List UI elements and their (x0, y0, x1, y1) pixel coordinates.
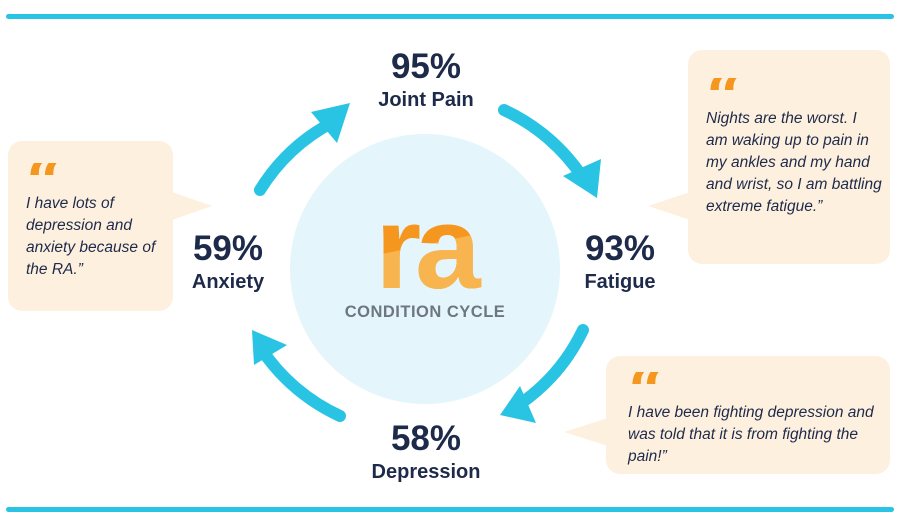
stat-anxiety: 59% Anxiety (168, 230, 288, 294)
curved-arrow-icon (563, 159, 601, 198)
anxiety-percent: 59% (192, 229, 264, 268)
arrow-fatigue-to-depression (514, 324, 589, 410)
joint-pain-percent: 95% (390, 47, 462, 86)
condition-cycle-title: CONDITION CYCLE (344, 303, 506, 321)
arrow-joint-pain-to-fatigue (498, 104, 589, 184)
fatigue-label: Fatigue (584, 271, 656, 293)
depression-label: Depression (371, 461, 481, 483)
curved-arrow-icon (311, 103, 350, 143)
stat-depression: 58% Depression (346, 420, 506, 484)
bottom-rule (6, 507, 894, 512)
stat-fatigue: 93% Fatigue (555, 230, 685, 294)
quote-bubble-bottom-right: “ I have been fighting depression and wa… (606, 356, 890, 474)
stat-joint-pain: 95% Joint Pain (346, 48, 506, 112)
arrow-depression-to-anxiety (256, 344, 346, 422)
open-double-quote-icon: “ (628, 372, 882, 402)
quote-left-text: I have lots of depression and anxiety be… (26, 195, 156, 278)
quote-left-tail (172, 192, 212, 220)
open-double-quote-icon: “ (706, 78, 882, 108)
joint-pain-label: Joint Pain (378, 89, 474, 111)
curved-arrow-icon (500, 386, 536, 423)
top-rule (6, 14, 894, 19)
ra-logo: ra (375, 182, 488, 314)
depression-percent: 58% (390, 419, 462, 458)
quote-bubble-top-right: “ Nights are the worst. I am waking up t… (688, 50, 890, 264)
quote-top-right-text: Nights are the worst. I am waking up to … (706, 110, 882, 215)
fatigue-percent: 93% (584, 229, 656, 268)
arrow-anxiety-to-joint-pain (254, 116, 339, 196)
quote-top-right-tail (648, 192, 690, 220)
quote-bubble-left: “ I have lots of depression and anxiety … (8, 141, 173, 311)
anxiety-label: Anxiety (191, 271, 265, 293)
curved-arrow-icon (252, 330, 287, 365)
open-double-quote-icon: “ (26, 163, 165, 193)
quote-bottom-right-tail (564, 418, 608, 446)
ra-logo-highlight (375, 225, 483, 300)
quote-bottom-right-text: I have been fighting depression and was … (628, 404, 874, 465)
